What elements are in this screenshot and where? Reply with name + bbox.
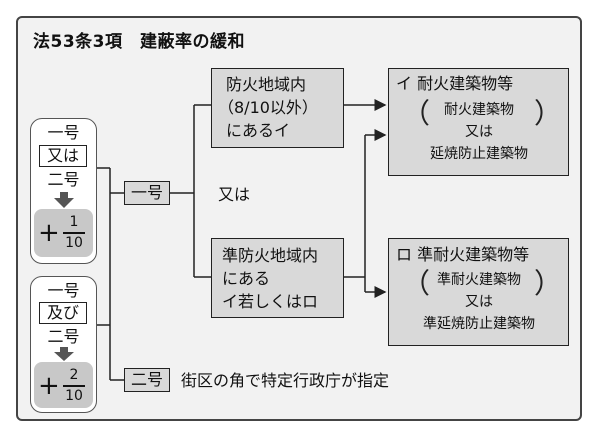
item1-label: 一号 xyxy=(124,181,170,205)
group2-numerator: 2 xyxy=(69,367,79,383)
quasi-zone-line1: 準防火地域内 xyxy=(222,246,319,265)
fireproof-line1: 耐火建築物 xyxy=(444,102,514,118)
fireproof-line3: 延焼防止建築物 xyxy=(430,146,528,162)
group1-fraction-bar xyxy=(63,232,85,234)
quasi-fire-zone-box xyxy=(211,238,344,318)
group1-item1: 一号 xyxy=(47,123,80,142)
quasi-fireproof-line2: 又は xyxy=(465,294,493,310)
left-paren: （ xyxy=(402,267,431,300)
fireproof-building-box xyxy=(388,68,569,176)
fire-zone-line2: （8/10以外） xyxy=(218,98,318,117)
group2-connector: 及び xyxy=(39,302,87,324)
left-paren: （ xyxy=(402,97,431,130)
quasi-fireproof-line1: 準耐火建築物 xyxy=(437,272,521,288)
group2-denominator: 10 xyxy=(65,388,83,404)
group1-numerator: 1 xyxy=(69,214,79,230)
group1-connector: 又は xyxy=(39,145,87,167)
quasi-fireproof-line3: 準延焼防止建築物 xyxy=(423,316,535,332)
right-paren: ） xyxy=(534,97,563,130)
group1-item2: 二号 xyxy=(47,170,80,189)
item2-label: 二号 xyxy=(124,368,170,392)
right-paren: ） xyxy=(534,267,563,300)
diagram-title: 法53条3項 建蔽率の緩和 xyxy=(33,32,245,52)
fire-zone-line3: にあるイ xyxy=(226,121,291,140)
down-arrow-icon xyxy=(54,192,74,208)
item2-description: 街区の角で特定行政庁が指定 xyxy=(181,371,390,390)
down-arrow-icon xyxy=(54,347,74,361)
fireproof-heading: イ 耐火建築物等 xyxy=(396,74,514,93)
quasi-zone-line3: イ若しくはロ xyxy=(222,292,319,311)
or-label: 又は xyxy=(218,185,251,204)
quasi-fireproof-building-box xyxy=(388,238,569,346)
fireproof-line2: 又は xyxy=(465,124,493,140)
group2-fraction-bar xyxy=(63,385,85,387)
group2-item1: 一号 xyxy=(47,281,80,300)
fire-zone-box xyxy=(211,68,344,148)
group2-plus: + xyxy=(38,371,60,401)
group1-denominator: 10 xyxy=(65,235,83,251)
quasi-fireproof-heading: ロ 準耐火建築物等 xyxy=(396,245,530,264)
group1-plus: + xyxy=(38,218,60,248)
group2-item2: 二号 xyxy=(47,327,80,346)
fire-zone-line1: 防火地域内 xyxy=(226,75,307,94)
quasi-zone-line2: にある xyxy=(222,269,271,288)
